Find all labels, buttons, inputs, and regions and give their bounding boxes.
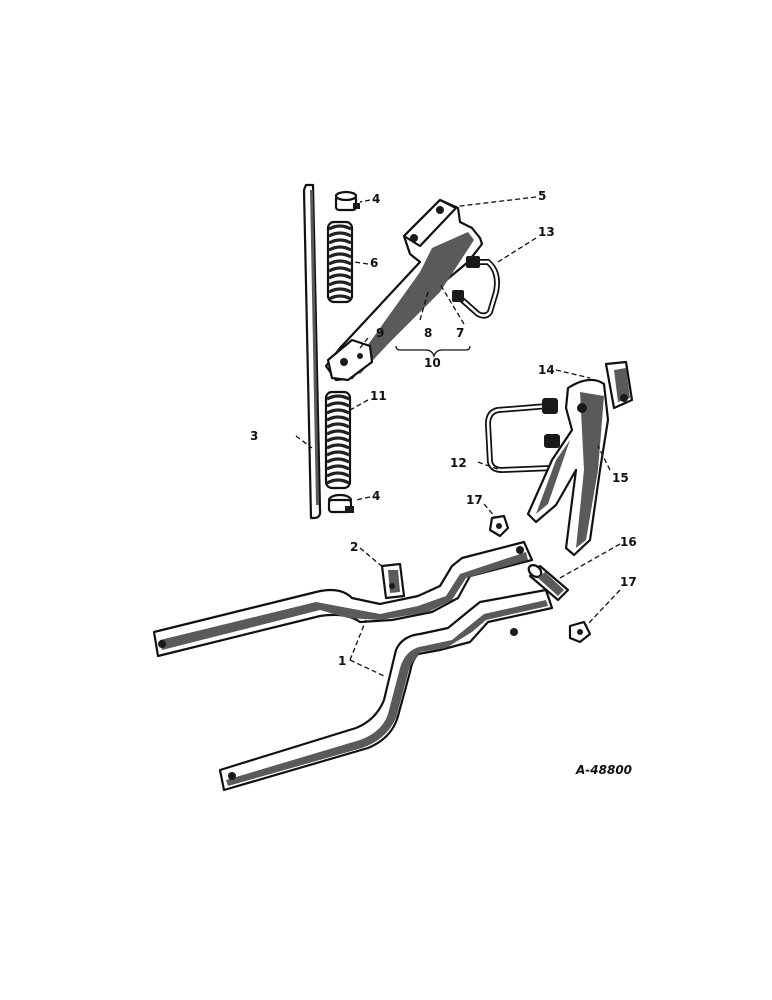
part-12-clamp <box>484 398 560 474</box>
callout-17-lower: 17 <box>620 575 637 589</box>
part-14-plate <box>604 360 634 410</box>
part-17-nut-upper <box>488 514 510 538</box>
callout-labels: 1 2 3 4 4 5 6 7 8 9 10 11 12 13 14 15 16… <box>250 189 637 668</box>
callout-14: 14 <box>538 363 555 377</box>
spring-coil <box>328 294 352 301</box>
callout-7: 7 <box>456 326 464 340</box>
part-17-nut-lower <box>568 620 592 644</box>
spring-coil <box>326 415 350 422</box>
spring-coil <box>328 259 352 266</box>
callout-8: 8 <box>424 326 432 340</box>
spring-coil <box>326 464 350 471</box>
callout-4-bottom: 4 <box>372 489 380 503</box>
spring-coil <box>326 401 350 408</box>
spring-coil <box>328 280 352 287</box>
callout-5: 5 <box>538 189 546 203</box>
spring-coil <box>328 273 352 280</box>
callout-2: 2 <box>350 540 358 554</box>
callout-13: 13 <box>538 225 555 239</box>
spring-coil <box>328 224 352 231</box>
spring-coil <box>328 287 352 294</box>
spring-coil <box>328 238 352 245</box>
callout-4-top: 4 <box>372 192 380 206</box>
spring-coil <box>326 422 350 429</box>
part-4-collar-top <box>334 190 360 212</box>
spring-coil <box>326 394 350 401</box>
spring-coil <box>326 443 350 450</box>
callout-15: 15 <box>612 471 629 485</box>
callout-17-upper: 17 <box>466 493 483 507</box>
part-15-handle-bracket <box>526 378 610 557</box>
spring-coil <box>328 231 352 238</box>
spring-coil <box>326 450 350 457</box>
part-11-lower-spring <box>324 390 352 490</box>
spring-coil <box>328 252 352 259</box>
part-1-frame-bar-upper <box>152 540 534 658</box>
callout-9: 9 <box>376 326 384 340</box>
spring-coil <box>326 471 350 478</box>
spring-coil <box>328 245 352 252</box>
callout-11: 11 <box>370 389 387 403</box>
part-4-collar-bottom <box>327 493 354 514</box>
part-3-rod <box>302 183 322 520</box>
callout-10: 10 <box>424 356 441 370</box>
spring-coil <box>326 429 350 436</box>
drawing-number: A-48800 <box>575 763 632 777</box>
part-6-upper-spring <box>326 220 354 304</box>
callout-3: 3 <box>250 429 258 443</box>
part-5-rack-bracket <box>324 198 484 382</box>
spring-coil <box>326 478 350 485</box>
spring-coil <box>326 408 350 415</box>
callout-1: 1 <box>338 654 346 668</box>
callout-6: 6 <box>370 256 378 270</box>
part-1-frame-bar-lower <box>218 588 554 792</box>
part-16-pin <box>527 563 570 602</box>
part-13-u-bolt <box>452 256 500 319</box>
spring-coil <box>328 266 352 273</box>
spring-coil <box>326 436 350 443</box>
callout-12: 12 <box>450 456 467 470</box>
leader-lines <box>295 196 621 677</box>
part-2-plate <box>380 562 406 600</box>
callout-16: 16 <box>620 535 637 549</box>
spring-coil <box>326 457 350 464</box>
